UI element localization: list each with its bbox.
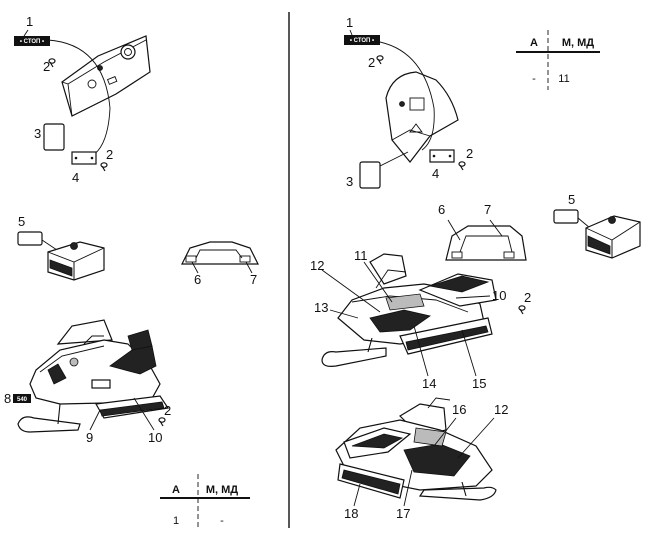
screw-icon	[376, 55, 384, 65]
snowmobile-left	[17, 319, 170, 433]
callout-15: 15	[472, 376, 486, 391]
callout-8: 8	[4, 391, 11, 406]
right-panel: 1 • СТОП • 2 3 4 2 А	[310, 15, 641, 521]
callout-17: 17	[396, 506, 410, 521]
stop-sticker: • СТОП •	[14, 36, 50, 46]
table-header-model: М, МД	[206, 484, 238, 496]
table-header-a: А	[530, 37, 538, 49]
dashboard-panel	[385, 71, 459, 163]
callout-3: 3	[346, 174, 353, 189]
callout-14: 14	[422, 376, 436, 391]
dashboard-panel	[61, 35, 151, 117]
stop-sticker-label: • СТОП •	[20, 39, 44, 45]
table-cell-model: 11	[558, 73, 569, 85]
callout-12: 12	[310, 258, 324, 273]
callout-7: 7	[484, 202, 491, 217]
callout-2b: 2	[466, 146, 473, 161]
screw-icon	[100, 162, 108, 172]
spec-table-right: А М, МД - 11	[516, 30, 600, 90]
callout-4: 4	[72, 170, 79, 185]
callout-2c: 2	[524, 290, 531, 305]
left-panel: 1 • СТОП • 2 3 4	[4, 14, 259, 530]
plate-4	[429, 149, 455, 163]
snowmobile-right-bottom	[335, 397, 497, 501]
table-cell-a: -	[532, 73, 536, 85]
windshield-panel	[445, 225, 527, 261]
screw-icon	[518, 305, 526, 315]
screw-icon	[158, 417, 166, 427]
callout-10: 10	[492, 288, 506, 303]
snowmobile-right-top	[321, 253, 497, 367]
callout-1: 1	[346, 15, 353, 30]
callout-5: 5	[18, 214, 25, 229]
screw-icon	[48, 58, 56, 68]
stop-sticker	[344, 35, 380, 45]
callout-2: 2	[368, 55, 375, 70]
callout-2c: 2	[164, 403, 171, 418]
sticker-3	[359, 161, 381, 189]
callout-12b: 12	[494, 402, 508, 417]
callout-6: 6	[194, 272, 201, 287]
windshield-panel	[181, 241, 259, 265]
badge	[13, 394, 31, 403]
table-header-model: М, МД	[562, 37, 594, 49]
fuel-tank-icon	[47, 241, 105, 281]
callout-18: 18	[344, 506, 358, 521]
callout-2b: 2	[106, 147, 113, 162]
callout-13: 13	[314, 300, 328, 315]
callout-11: 11	[354, 248, 368, 263]
table-cell-model: -	[220, 515, 224, 527]
badge-label: 540	[17, 397, 28, 403]
sticker-5	[17, 231, 43, 246]
table-header-a: А	[172, 484, 180, 496]
screw-icon	[458, 161, 466, 171]
callout-9: 9	[86, 430, 93, 445]
callout-4: 4	[432, 166, 439, 181]
sticker-3	[43, 123, 65, 151]
callout-16: 16	[452, 402, 466, 417]
callout-1: 1	[26, 14, 33, 29]
stop-sticker-label: • СТОП •	[350, 38, 374, 44]
fuel-tank-icon	[585, 215, 641, 259]
table-cell-a: 1	[173, 515, 179, 527]
callout-5: 5	[568, 192, 575, 207]
spec-table-left: А М, МД 1 -	[160, 474, 250, 530]
callout-7: 7	[250, 272, 257, 287]
callout-10: 10	[148, 430, 162, 445]
plate-4	[71, 151, 97, 165]
callout-3: 3	[34, 126, 41, 141]
callout-2: 2	[43, 59, 50, 74]
sticker-5	[553, 209, 579, 224]
callout-6: 6	[438, 202, 445, 217]
